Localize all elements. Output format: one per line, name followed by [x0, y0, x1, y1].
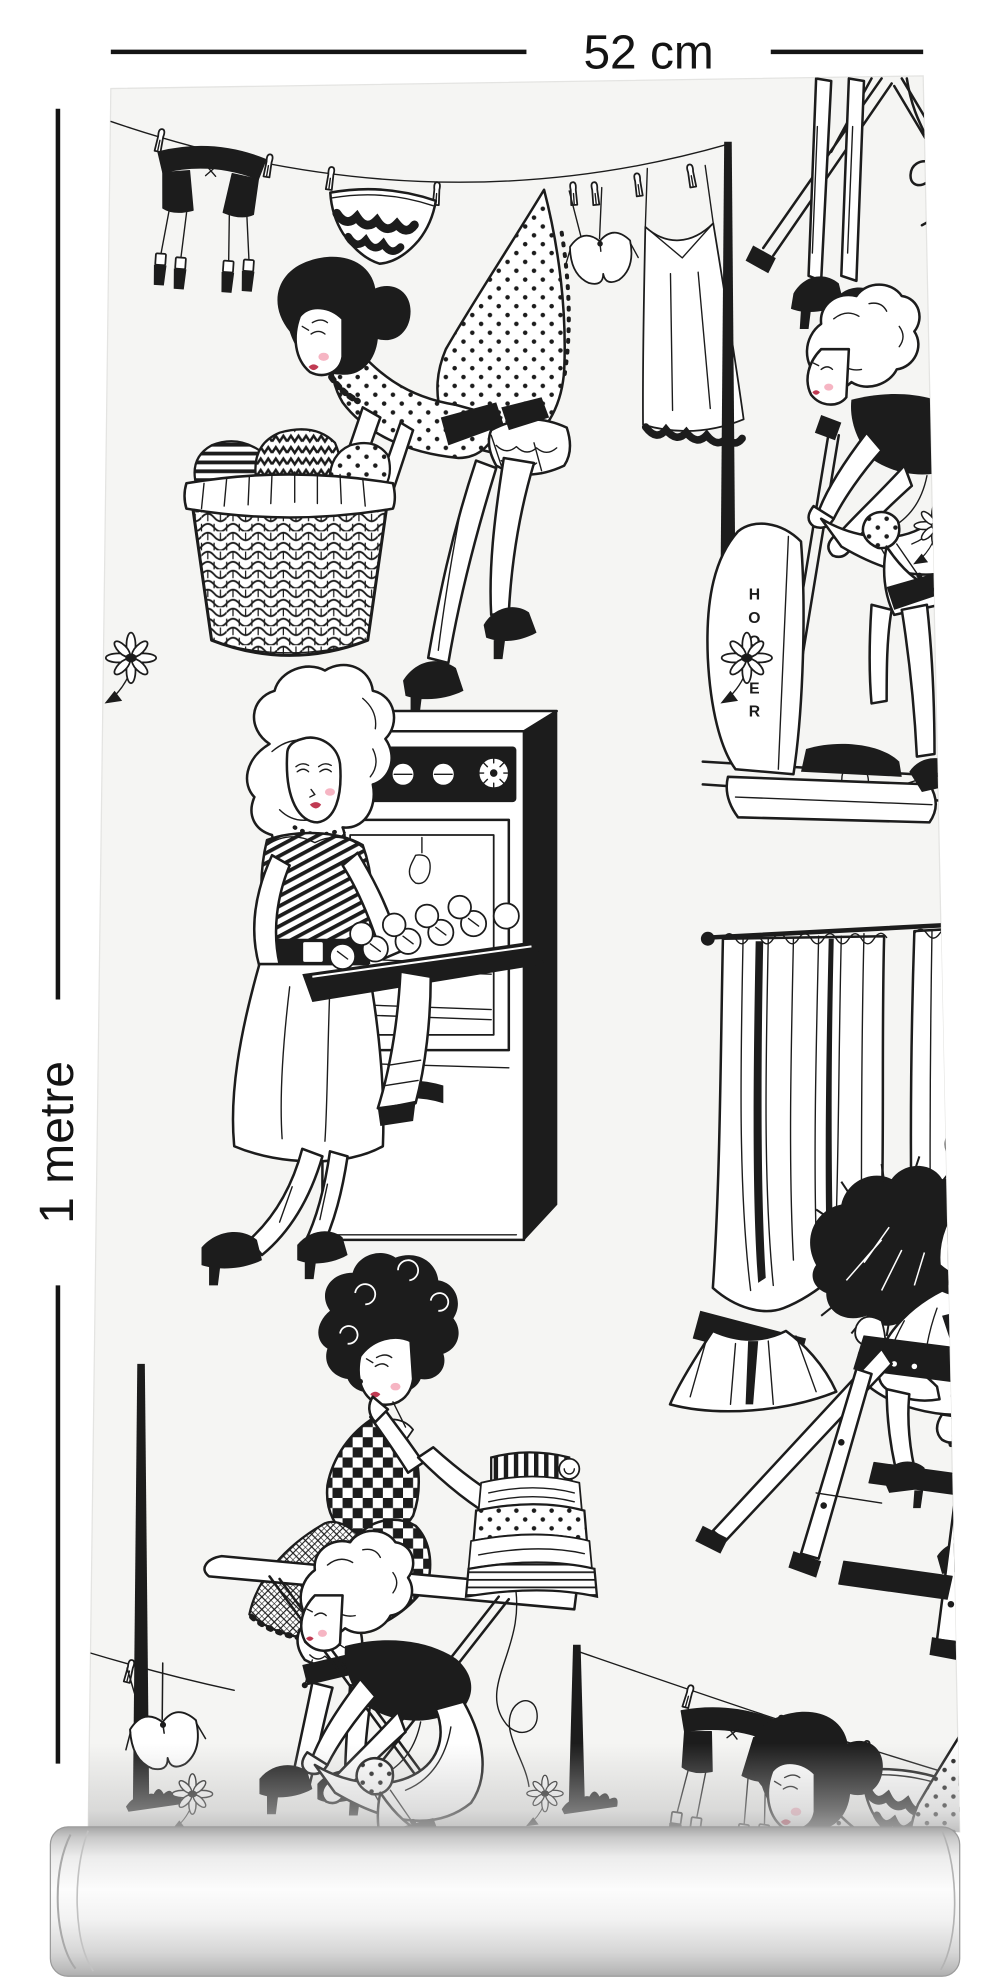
laundry-basket — [183, 428, 397, 657]
roll-curl-shadow — [88, 1743, 960, 1832]
dimension-annotations: 52 cm 1 metre — [31, 26, 924, 1764]
wallpaper-roll — [49, 1826, 961, 1977]
baker-lady — [201, 663, 545, 1286]
wall-socket — [941, 707, 960, 750]
muffin-tray — [302, 894, 545, 1127]
width-dimension-label: 52 cm — [583, 26, 713, 79]
scene-clothesline-top — [110, 120, 769, 679]
towel-stack — [464, 1451, 599, 1599]
scene-baking — [201, 663, 558, 1286]
scene-laundry-pinup — [183, 188, 572, 717]
height-dimension-label: 1 metre — [31, 1061, 84, 1224]
